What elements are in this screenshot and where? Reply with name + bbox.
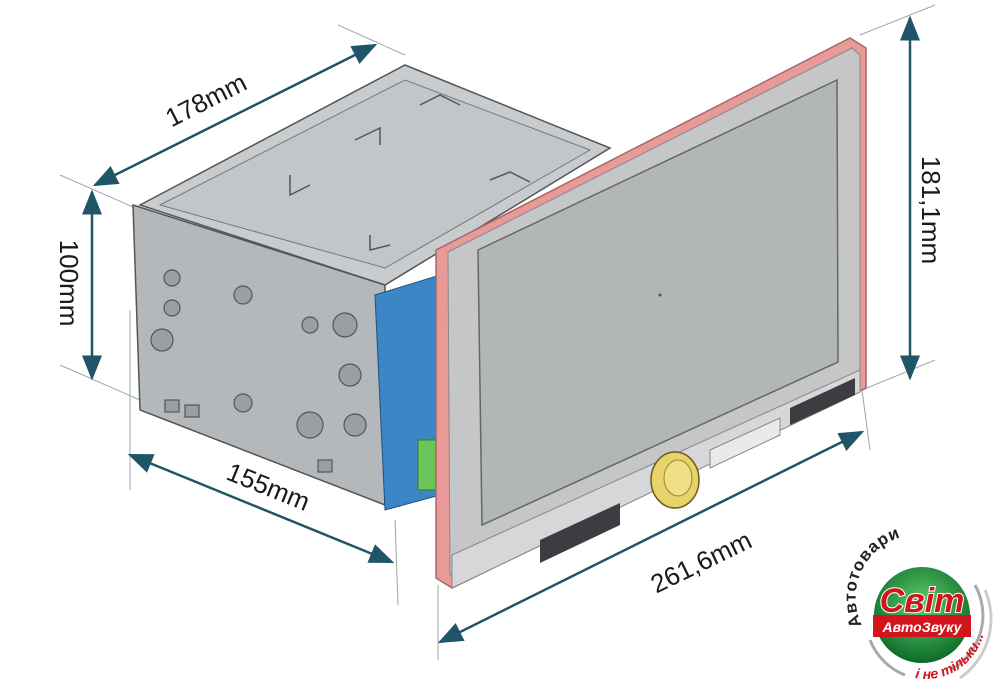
- dimension-label-178: 178mm: [160, 67, 251, 133]
- dimension-label-261: 261,6mm: [646, 525, 757, 599]
- logo-sub-text: АвтоЗвуку: [882, 619, 963, 635]
- dimension-label-100: 100mm: [54, 240, 84, 327]
- dimension-lines: [82, 15, 920, 644]
- svit-avtozvuku-logo: Світ АвтоЗвуку Автотовари і не тільки...: [841, 523, 993, 682]
- dimension-label-181: 181,1mm: [916, 156, 946, 264]
- logo-main-text: Світ: [880, 582, 965, 620]
